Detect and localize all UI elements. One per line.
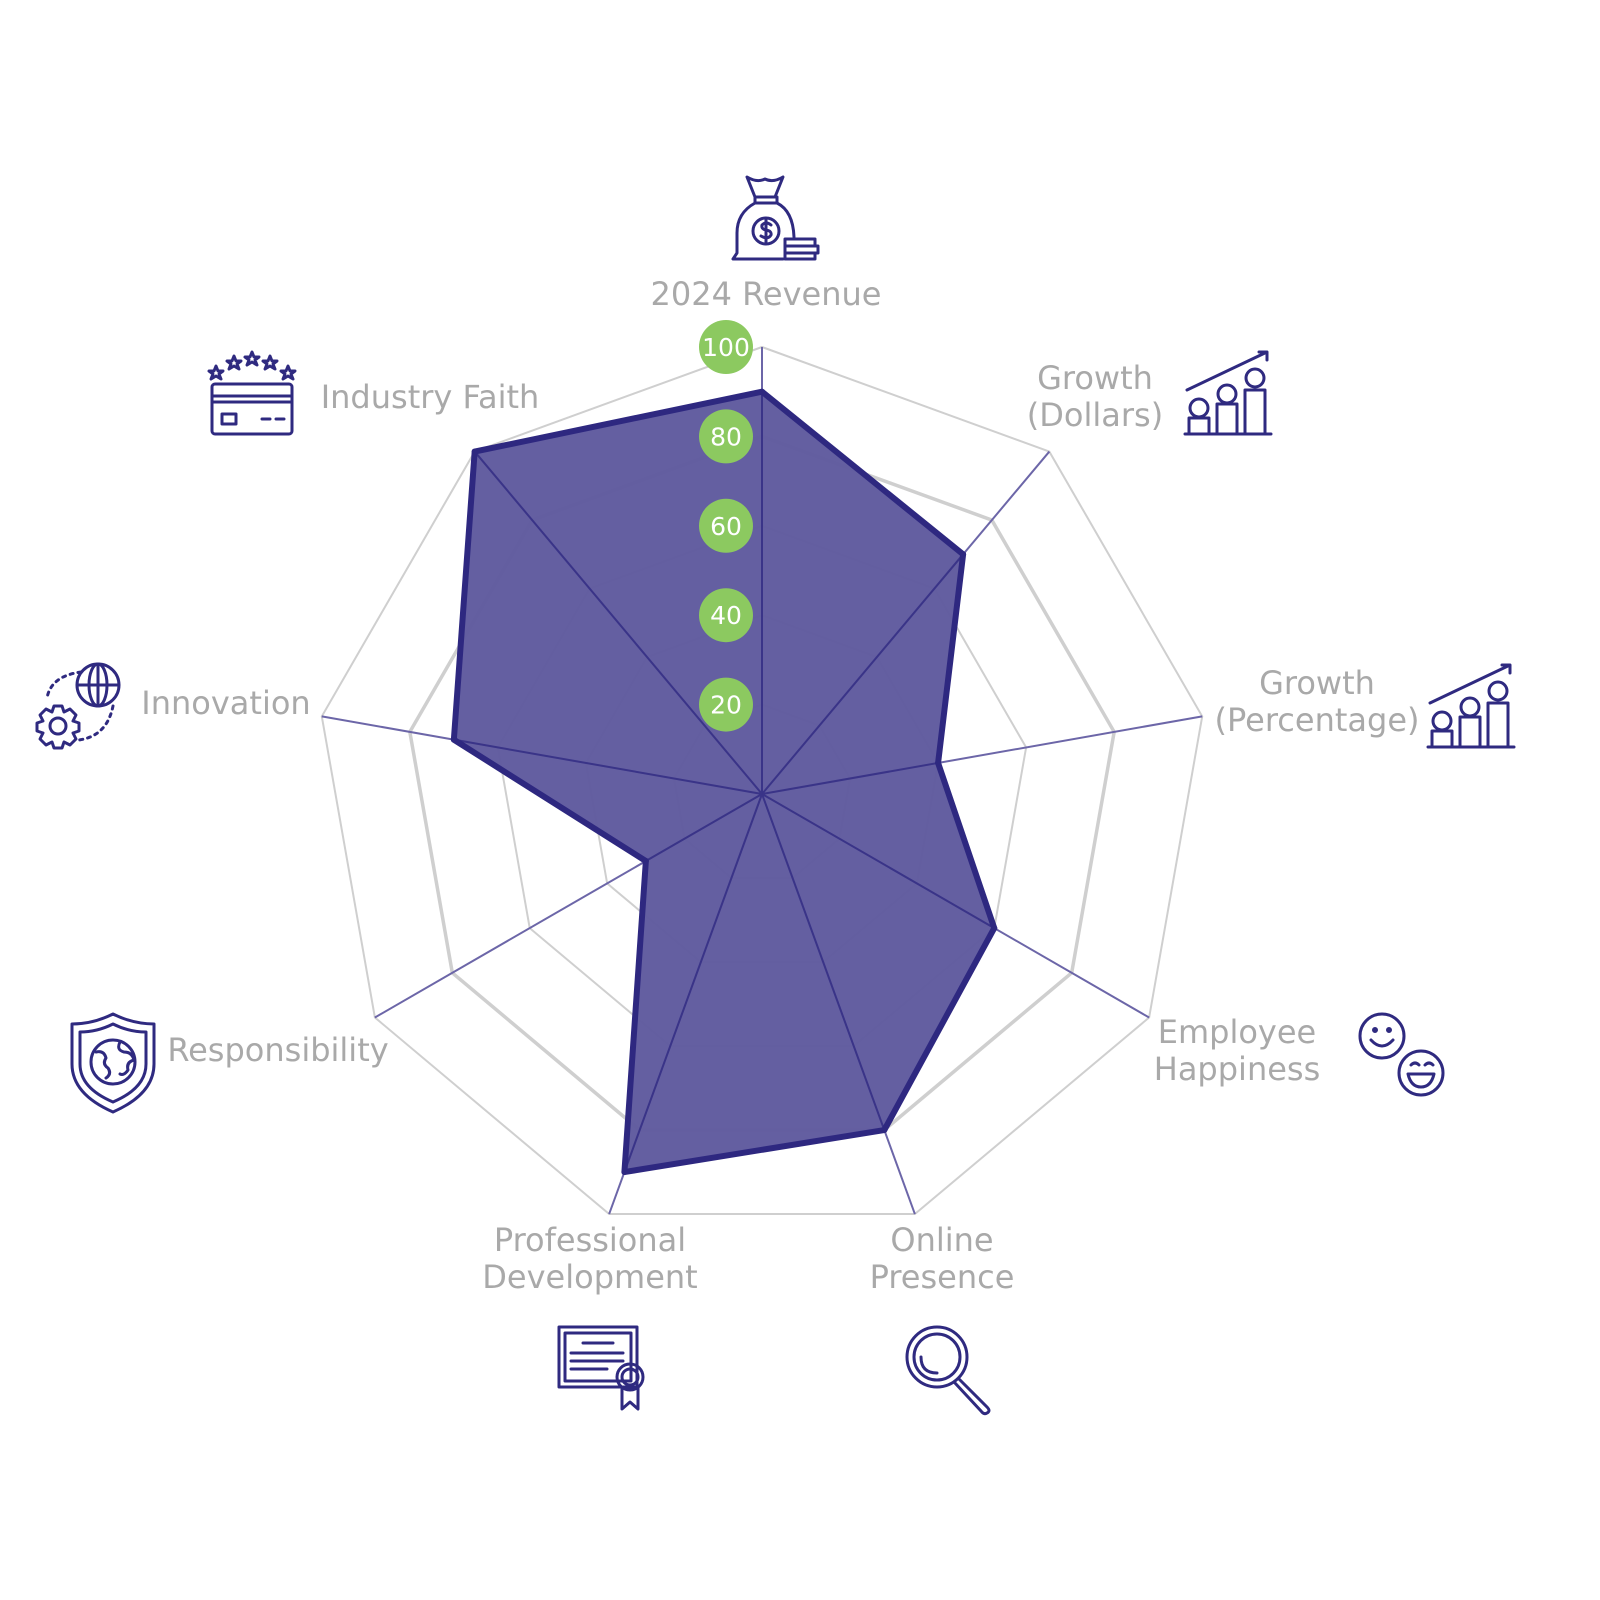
series-outline xyxy=(450,388,998,1176)
magnifier-icon xyxy=(905,1325,991,1416)
axis-label: 2024 Revenue xyxy=(651,275,882,313)
axis-label: Growth(Dollars) xyxy=(1027,359,1163,434)
axis-label-line: Employee xyxy=(1158,1013,1316,1051)
tick-label: 100 xyxy=(702,333,750,362)
axis-label: Innovation xyxy=(141,684,310,722)
axis-label-line: Innovation xyxy=(141,684,310,722)
coins-growth-icon xyxy=(1426,663,1516,749)
data-point xyxy=(621,1169,628,1176)
axis-line-inner xyxy=(473,450,763,795)
axis-line-inner xyxy=(761,793,995,929)
axis-line-inner xyxy=(761,793,886,1131)
data-point xyxy=(642,858,649,865)
grid-ring-100 xyxy=(320,345,1204,1216)
axis-label-line: Professional xyxy=(494,1221,686,1259)
axis-line-inner xyxy=(623,793,763,1173)
globe-gear-icon xyxy=(35,662,121,750)
axis-label-line: Industry Faith xyxy=(321,378,540,416)
tick-badge xyxy=(699,320,753,374)
smiley-faces-icon xyxy=(1358,1012,1445,1097)
tick-badge xyxy=(699,677,753,732)
axis-label-line: Growth xyxy=(1037,359,1153,397)
axis-label: Growth(Percentage) xyxy=(1215,664,1420,739)
axis-label: Responsibility xyxy=(167,1031,388,1069)
axis-line-inner xyxy=(761,761,939,795)
data-point xyxy=(960,551,967,558)
data-point xyxy=(935,759,942,766)
axis-label: Industry Faith xyxy=(321,378,540,416)
data-point xyxy=(471,448,478,455)
money-bag-icon xyxy=(731,175,820,261)
axis-label-line: Presence xyxy=(870,1258,1015,1296)
series xyxy=(450,388,998,1176)
axis-label-line: Growth xyxy=(1259,664,1375,702)
axis-label-line: Happiness xyxy=(1154,1050,1321,1088)
tick-label: 40 xyxy=(710,601,742,630)
tick-label: 80 xyxy=(710,422,742,451)
axis-label-line: Responsibility xyxy=(167,1031,388,1069)
tick-badge xyxy=(699,588,753,643)
shield-globe-icon xyxy=(70,1012,156,1114)
axis-line-inner xyxy=(645,793,763,862)
axis-label-line: Development xyxy=(482,1258,697,1296)
tick-labels: 20 40 60 80 100 xyxy=(699,320,753,732)
axis-label-line: (Percentage) xyxy=(1215,701,1420,739)
data-point xyxy=(991,925,998,932)
axis-line-inner xyxy=(453,738,763,795)
tick-label: 60 xyxy=(710,512,742,541)
data-point xyxy=(881,1127,888,1134)
certificate-icon xyxy=(557,1325,645,1411)
axis-labels: 2024 RevenueGrowth(Dollars)Growth(Percen… xyxy=(141,275,1419,1296)
axis-label-line: 2024 Revenue xyxy=(651,275,882,313)
data-point xyxy=(759,388,765,395)
tick-badge xyxy=(699,409,753,464)
axis-line-inner xyxy=(761,553,964,795)
data-point xyxy=(450,736,457,743)
coins-growth-icon xyxy=(1183,350,1273,436)
credit-card-stars-icon xyxy=(207,350,297,436)
axis-label-line: (Dollars) xyxy=(1027,396,1163,434)
tick-badge xyxy=(699,498,753,553)
tick-label: 20 xyxy=(710,691,742,720)
axis-label-line: Online xyxy=(890,1221,993,1259)
